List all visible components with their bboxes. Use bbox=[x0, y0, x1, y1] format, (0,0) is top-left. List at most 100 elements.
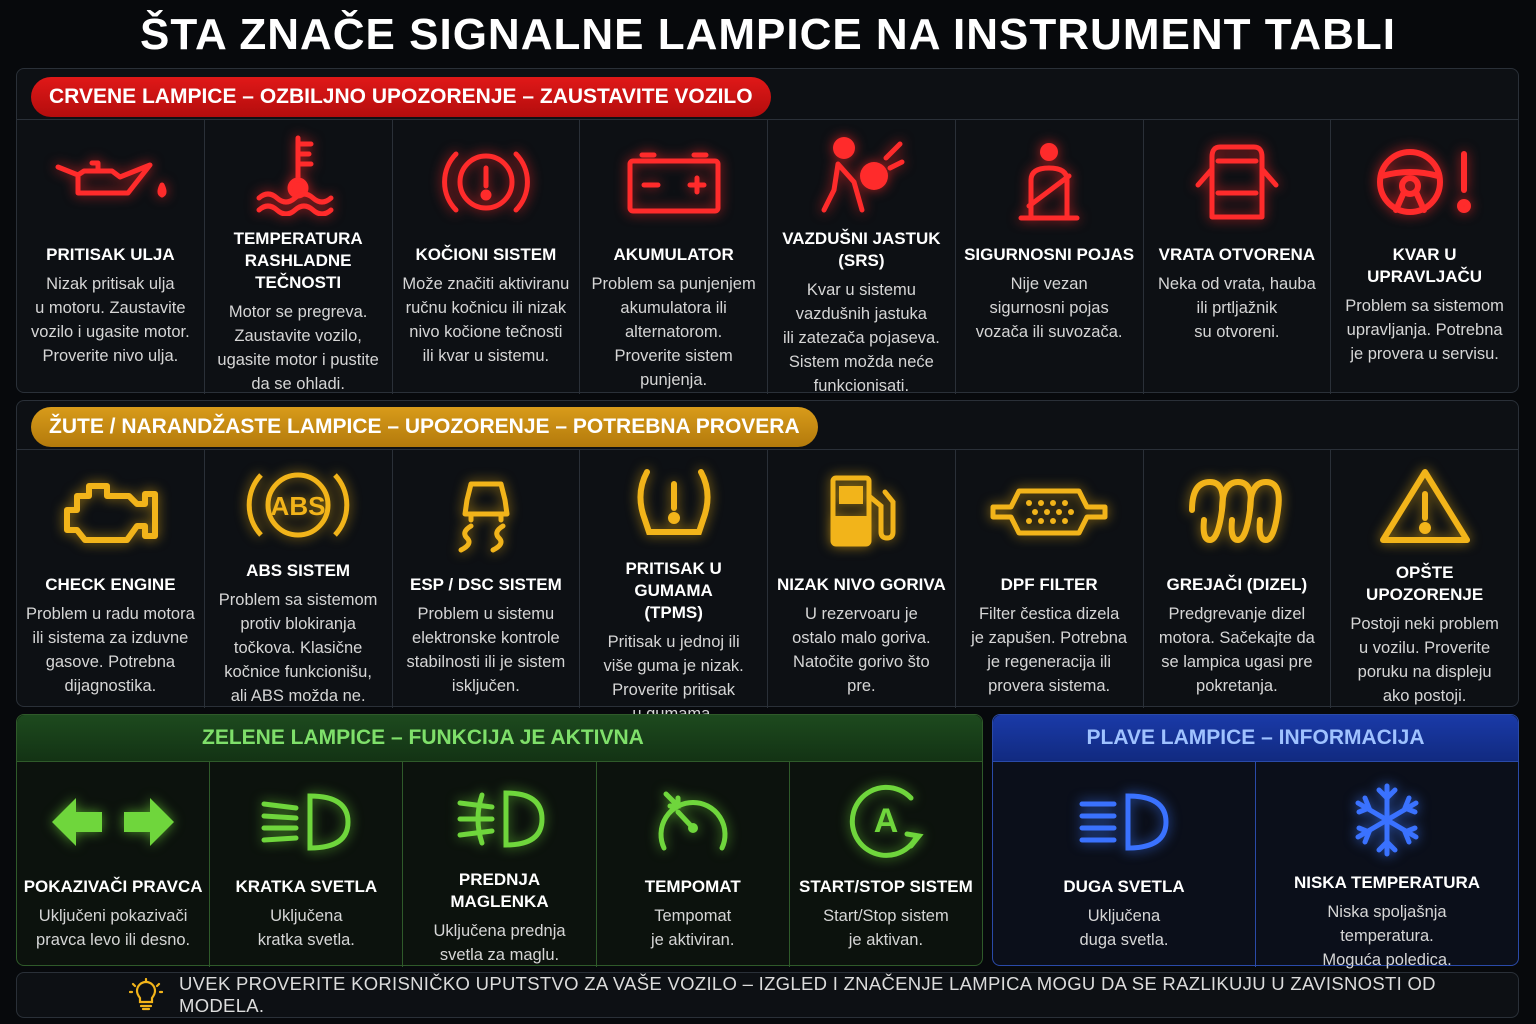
blue-item-high-beam: DUGA SVETLA Uključena duga svetla. bbox=[993, 762, 1256, 967]
green-item-cruise-control: TEMPOMAT Tempomat je aktiviran. bbox=[597, 762, 790, 967]
abs-text: ABS bbox=[271, 491, 326, 521]
blue-section-header: PLAVE LAMPICE – INFORMACIJA bbox=[993, 715, 1518, 761]
item-description: Neka od vrata, hauba ili prtljažnik su o… bbox=[1157, 275, 1316, 341]
item-description: Start/Stop sistem je aktivan. bbox=[823, 907, 949, 949]
start-stop-letter: A bbox=[874, 802, 899, 840]
green-item-turn-signals: POKAZIVAČI PRAVCA Uključeni pokazivači p… bbox=[17, 762, 211, 967]
item-description: Predgrevanje dizel motora. Sačekajte da … bbox=[1158, 605, 1315, 695]
item-description: Uključeni pokazivači pravca levo ili des… bbox=[36, 907, 191, 949]
door-open-icon bbox=[1192, 132, 1282, 232]
red-item-battery: AKUMULATOR Problem sa punjenjem akumulat… bbox=[580, 120, 768, 394]
item-title: VRATA OTVORENA bbox=[1158, 245, 1316, 264]
red-item-oil-pressure: PRITISAK ULJA Nizak pritisak ulja u moto… bbox=[17, 120, 205, 394]
item-description: Problem sa punjenjem akumulatora ili alt… bbox=[591, 275, 756, 389]
yellow-section-header: ŽUTE / NARANDŽASTE LAMPICE – UPOZORENJE … bbox=[31, 407, 818, 447]
item-title: KRATKA SVETLA bbox=[235, 877, 378, 896]
high-beam-icon bbox=[1074, 780, 1174, 864]
item-title: NIZAK NIVO GORIVA bbox=[777, 575, 946, 594]
item-title: START/STOP SISTEM bbox=[799, 877, 973, 896]
page-title: ŠTA ZNAČE SIGNALNE LAMPICE NA INSTRUMENT… bbox=[140, 10, 1396, 59]
item-description: Uključena kratka svetla. bbox=[257, 907, 355, 949]
item-title: ABS SISTEM bbox=[246, 561, 351, 580]
tire-pressure-icon bbox=[629, 462, 719, 546]
snowflake-icon bbox=[1347, 780, 1427, 860]
yellow-item-glow-plug: GREJAČI (DIZEL) Predgrevanje dizel motor… bbox=[1144, 450, 1332, 708]
red-item-seatbelt: SIGURNOSNI POJAS Nije vezan sigurnosni p… bbox=[956, 120, 1144, 394]
start-stop-icon: A bbox=[841, 780, 931, 864]
green-lights-section: ZELENE LAMPICE – FUNKCIJA JE AKTIVNA POK… bbox=[16, 714, 983, 967]
item-title: TEMPOMAT bbox=[644, 877, 741, 896]
item-description: Postoji neki problem u vozilu. Proverite… bbox=[1350, 615, 1499, 705]
item-description: Kvar u sistemu vazdušnih jastuka ili zat… bbox=[782, 281, 940, 395]
item-description: Nije vezan sigurnosni pojas vozača ili s… bbox=[975, 275, 1123, 341]
oil-can-icon bbox=[50, 132, 170, 232]
item-description: Može značiti aktiviranu ručnu kočnicu il… bbox=[402, 275, 570, 365]
item-title: KOČIONI SISTEM bbox=[415, 245, 557, 264]
airbag-icon bbox=[816, 132, 906, 216]
item-title: DUGA SVETLA bbox=[1063, 877, 1185, 896]
item-description: Motor se pregreva. Zaustavite vozilo, ug… bbox=[217, 303, 379, 393]
item-title: PRITISAK ULJA bbox=[46, 245, 175, 264]
red-item-steering: KVAR U UPRAVLJAČU Problem sa sistemom up… bbox=[1331, 120, 1518, 394]
brake-warning-icon bbox=[436, 132, 536, 232]
red-item-coolant: TEMPERATURA RASHLADNE TEČNOSTI Motor se … bbox=[205, 120, 393, 394]
seatbelt-icon bbox=[1009, 132, 1089, 232]
footer-text: UVEK PROVERITE KORISNIČKO UPUTSTVO ZA VA… bbox=[179, 973, 1436, 1016]
glow-plug-icon bbox=[1182, 462, 1292, 562]
abs-icon: ABS bbox=[243, 462, 353, 548]
item-title: AKUMULATOR bbox=[613, 245, 734, 264]
green-item-low-beam: KRATKA SVETLA Uključena kratka svetla. bbox=[210, 762, 404, 967]
item-title: PREDNJA MAGLENKA bbox=[450, 870, 549, 911]
item-title: GREJAČI (DIZEL) bbox=[1166, 575, 1308, 594]
low-beam-icon bbox=[256, 780, 356, 864]
front-fog-light-icon bbox=[450, 780, 550, 857]
red-section-header: CRVENE LAMPICE – OZBILJNO UPOZORENJE – Z… bbox=[31, 77, 771, 117]
cruise-control-icon bbox=[648, 780, 738, 864]
red-lights-grid: PRITISAK ULJA Nizak pritisak ulja u moto… bbox=[17, 119, 1518, 395]
footer-note: UVEK PROVERITE KORISNIČKO UPUTSTVO ZA VA… bbox=[16, 972, 1519, 1018]
item-title: NISKA TEMPERATURA bbox=[1293, 873, 1481, 892]
item-description: Niska spoljašnja temperatura. Moguća pol… bbox=[1322, 903, 1452, 969]
item-description: Problem sa sistemom upravljanja. Potrebn… bbox=[1345, 297, 1504, 363]
item-description: Problem u sistemu elektronske kontrole s… bbox=[406, 605, 566, 695]
item-title: KVAR U UPRAVLJAČU bbox=[1367, 245, 1483, 286]
coolant-temperature-icon bbox=[253, 132, 343, 216]
yellow-item-general-warning: OPŠTE UPOZORENJE Postoji neki problem u … bbox=[1331, 450, 1518, 708]
fuel-pump-icon bbox=[821, 462, 901, 562]
item-description: Nizak pritisak ulja u motoru. Zaustavite… bbox=[31, 275, 190, 365]
red-item-brake: KOČIONI SISTEM Može značiti aktiviranu r… bbox=[393, 120, 581, 394]
turn-signal-arrows-icon bbox=[48, 780, 178, 864]
item-description: Filter čestica dizela je zapušen. Potreb… bbox=[971, 605, 1128, 695]
battery-icon bbox=[624, 132, 724, 232]
yellow-lights-grid: CHECK ENGINE Problem u radu motora ili s… bbox=[17, 449, 1518, 723]
lightbulb-icon bbox=[128, 977, 164, 1017]
red-lights-section: CRVENE LAMPICE – OZBILJNO UPOZORENJE – Z… bbox=[16, 68, 1519, 395]
green-item-start-stop: A START/STOP SISTEM Start/Stop sistem je… bbox=[790, 762, 982, 967]
item-title: VAZDUŠNI JASTUK (SRS) bbox=[782, 229, 941, 270]
item-description: Uključena duga svetla. bbox=[1079, 907, 1169, 949]
red-item-airbag: VAZDUŠNI JASTUK (SRS) Kvar u sistemu vaz… bbox=[768, 120, 956, 395]
blue-lights-grid: DUGA SVETLA Uključena duga svetla. NISKA… bbox=[993, 761, 1518, 969]
item-description: Tempomat je aktiviran. bbox=[650, 907, 735, 949]
yellow-item-dpf: DPF FILTER Filter čestica dizela je zapu… bbox=[956, 450, 1144, 708]
item-description: U rezervoaru je ostalo malo goriva. Nato… bbox=[792, 605, 931, 695]
item-title: DPF FILTER bbox=[1000, 575, 1098, 594]
warning-triangle-icon bbox=[1375, 462, 1475, 550]
blue-lights-section: PLAVE LAMPICE – INFORMACIJA DUGA SVETLA … bbox=[992, 714, 1519, 969]
item-title: CHECK ENGINE bbox=[45, 575, 176, 594]
green-item-fog-light: PREDNJA MAGLENKA Uključena prednja svetl… bbox=[403, 762, 597, 967]
yellow-item-tpms: PRITISAK U GUMAMA (TPMS) Pritisak u jedn… bbox=[580, 450, 768, 723]
dpf-filter-icon bbox=[989, 462, 1109, 562]
yellow-item-check-engine: CHECK ENGINE Problem u radu motora ili s… bbox=[17, 450, 205, 708]
yellow-item-fuel: NIZAK NIVO GORIVA U rezervoaru je ostalo… bbox=[768, 450, 956, 708]
item-description: Problem u radu motora ili sistema za izd… bbox=[26, 605, 195, 695]
yellow-item-esp: ESP / DSC SISTEM Problem u sistemu elekt… bbox=[393, 450, 581, 708]
yellow-lights-section: ŽUTE / NARANDŽASTE LAMPICE – UPOZORENJE … bbox=[16, 400, 1519, 723]
item-title: POKAZIVAČI PRAVCA bbox=[23, 877, 203, 896]
item-title: PRITISAK U GUMAMA (TPMS) bbox=[625, 559, 722, 622]
item-description: Problem sa sistemom protiv blokiranja to… bbox=[218, 591, 378, 705]
item-description: Pritisak u jednoj ili više guma je nizak… bbox=[603, 633, 744, 723]
item-description: Uključena prednja svetla za maglu. bbox=[433, 922, 566, 964]
steering-warning-icon bbox=[1370, 132, 1480, 232]
blue-item-low-temperature: NISKA TEMPERATURA Niska spoljašnja tempe… bbox=[1256, 762, 1518, 969]
